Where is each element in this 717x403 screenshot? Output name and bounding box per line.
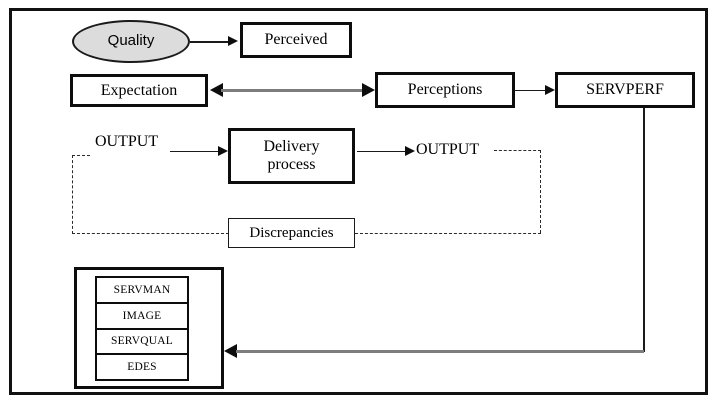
connector-perceptions-to-servperf-arrowhead <box>545 85 555 95</box>
label-output-right-text: OUTPUT <box>416 141 480 158</box>
diagram-outer-frame <box>9 8 708 395</box>
node-quality[interactable]: Quality <box>72 20 190 63</box>
node-servperf-label: SERVPERF <box>586 81 664 99</box>
stack-row-label: SERVMAN <box>113 283 171 296</box>
connector-servperf-to-stack-shaft <box>236 349 644 353</box>
stack-row[interactable]: IMAGE <box>97 304 187 330</box>
connector-expectation-perceptions-shaft <box>221 88 363 92</box>
node-delivery-process[interactable]: Delivery process <box>228 128 355 184</box>
connector-discrepancies-dash-stub <box>72 155 90 156</box>
stack-row[interactable]: SERVMAN <box>97 278 187 304</box>
connector-delivery-to-output-right-line <box>357 150 405 153</box>
connector-servperf-to-stack-arrowhead <box>224 344 237 358</box>
connector-expectation-perceptions-arrowhead-right <box>362 83 375 97</box>
node-delivery-process-label-line2: process <box>267 156 316 173</box>
connector-discrepancies-dash-left <box>72 233 229 234</box>
connector-output-right-dash-vertical <box>540 150 541 233</box>
connector-perceptions-to-servperf-line <box>515 89 545 92</box>
node-perceptions-label: Perceptions <box>407 81 483 99</box>
node-expectation[interactable]: Expectation <box>70 74 208 107</box>
connector-discrepancies-dash-vertical <box>72 155 73 234</box>
node-discrepancies-label: Discrepancies <box>249 224 334 241</box>
stack-row-label: EDES <box>127 361 157 374</box>
connector-quality-to-perceived-line <box>190 41 228 43</box>
node-perceived-label: Perceived <box>264 31 328 49</box>
connector-output-left-to-delivery-arrowhead <box>218 146 228 156</box>
node-delivery-process-label-line1: Delivery <box>263 138 320 156</box>
node-quality-label: Quality <box>107 32 155 50</box>
node-expectation-label: Expectation <box>100 81 178 99</box>
connector-quality-to-perceived-arrowhead <box>228 36 238 46</box>
stack-row[interactable]: EDES <box>97 355 187 379</box>
connector-discrepancies-dash-right <box>355 233 541 234</box>
label-output-left: OUTPUT <box>95 133 158 151</box>
stack-row-label: SERVQUAL <box>110 335 173 348</box>
stack-row[interactable]: SERVQUAL <box>97 330 187 356</box>
connector-delivery-to-output-right-arrowhead <box>405 146 415 156</box>
connector-output-right-dash-top <box>494 150 541 151</box>
node-servperf[interactable]: SERVPERF <box>555 72 695 108</box>
stack-row-label: IMAGE <box>122 309 162 322</box>
label-output-right: OUTPUT <box>416 141 479 159</box>
connector-servperf-to-stack-vertical <box>643 108 645 352</box>
node-discrepancies[interactable]: Discrepancies <box>228 218 355 248</box>
connector-output-left-to-delivery-line <box>170 150 218 153</box>
node-construct-stack[interactable]: SERVMAN IMAGE SERVQUAL EDES <box>95 276 189 381</box>
node-perceptions[interactable]: Perceptions <box>375 72 515 108</box>
label-output-left-text: OUTPUT <box>95 133 159 150</box>
node-perceived[interactable]: Perceived <box>240 22 352 58</box>
connector-expectation-perceptions-arrowhead-left <box>210 83 223 97</box>
